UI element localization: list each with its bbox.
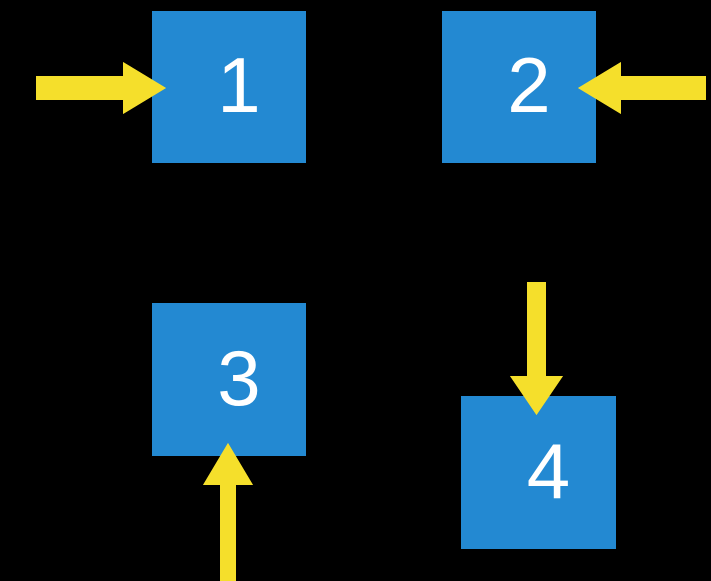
arrow-up-tip-shape: [203, 443, 253, 581]
node-box-2[interactable]: 2: [442, 11, 596, 163]
arrow-left-tip-overlay: [578, 62, 706, 114]
node-1-label: 1: [217, 41, 261, 129]
node-box-3[interactable]: 3: [152, 303, 306, 456]
arrow-left-tip-shape: [578, 62, 706, 114]
node-4-label: 4: [526, 426, 571, 515]
node-2-label: 2: [507, 41, 551, 129]
arrow-down-tip-shape: [510, 282, 563, 415]
node-box-4[interactable]: 4: [461, 396, 616, 549]
arrow-right-tip-overlay: [36, 62, 166, 114]
arrow-up-tip-overlay: [203, 443, 253, 581]
node-box-1[interactable]: 1: [152, 11, 306, 163]
arrow-down-tip-overlay: [510, 282, 563, 415]
arrow-right-tip-shape: [36, 62, 166, 114]
node-3-label: 3: [217, 333, 261, 422]
